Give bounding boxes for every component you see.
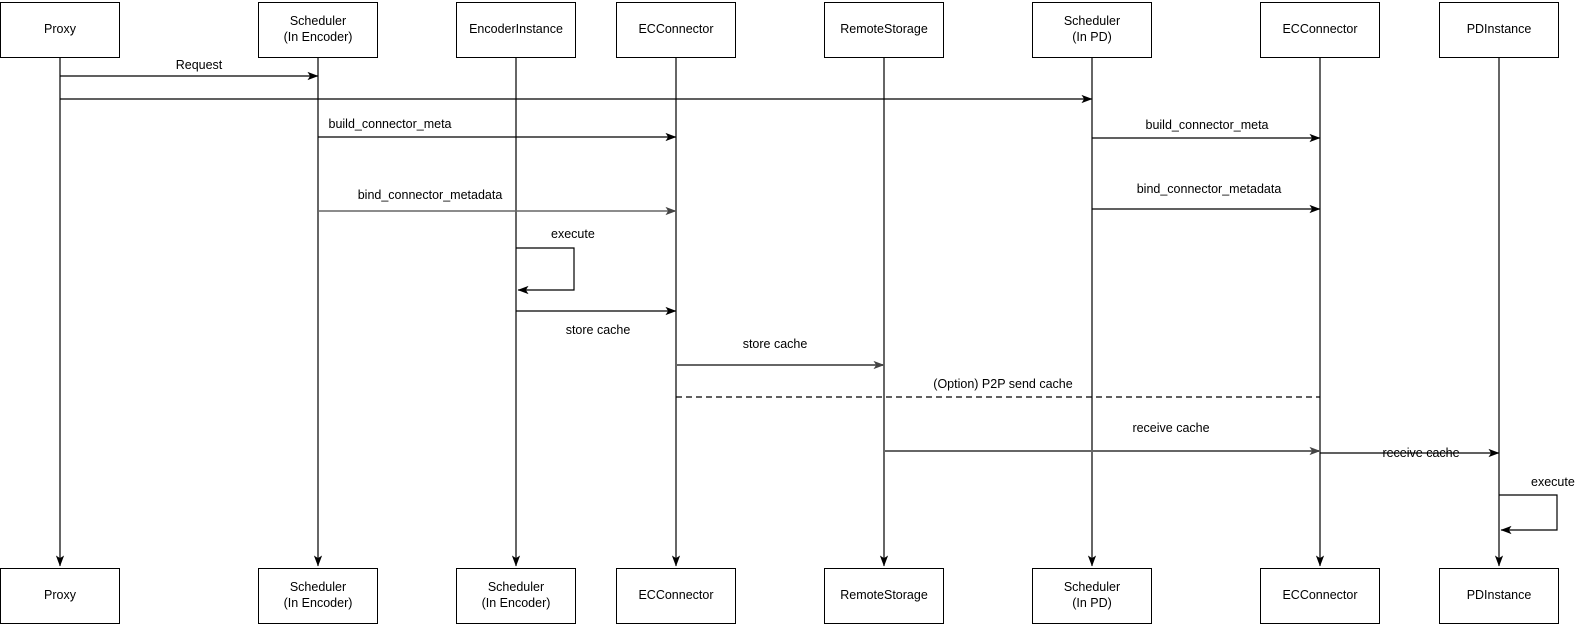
messages-group — [60, 71, 1500, 458]
message-label-m9: (Option) P2P send cache — [933, 377, 1073, 391]
lifeline-label: Proxy — [44, 22, 76, 37]
lifeline-label: Scheduler — [1063, 14, 1121, 29]
message-label-m8: store cache — [742, 337, 808, 351]
message-label-m6: bind_connector_metadata — [1136, 182, 1282, 196]
lifeline-header-box-sched_enc[interactable]: Scheduler(In Encoder) — [258, 2, 378, 58]
lifeline-label: PDInstance — [1466, 588, 1532, 603]
lifeline-footer-box-ecconn_pd[interactable]: ECConnector — [1260, 568, 1380, 624]
lifeline-header-box-remote_store[interactable]: RemoteStorage — [824, 2, 944, 58]
lifeline-footer-box-proxy[interactable]: Proxy — [0, 568, 120, 624]
lifeline-footer-box-encoder_inst[interactable]: Scheduler(In Encoder) — [456, 568, 576, 624]
lifeline-label: RemoteStorage — [840, 588, 928, 603]
lifeline-sublabel: (In Encoder) — [283, 596, 353, 610]
lifeline-header-box-encoder_inst[interactable]: EncoderInstance — [456, 2, 576, 58]
lifeline-label: ECConnector — [1282, 22, 1358, 37]
lifeline-sublabel: (In Encoder) — [283, 30, 353, 44]
message-label-m7: store cache — [565, 323, 631, 337]
self-message-loop-s2[interactable] — [1499, 494, 1558, 535]
lifeline-label: ECConnector — [1282, 588, 1358, 603]
lifeline-sublabel: (In PD) — [1072, 596, 1112, 610]
lifeline-label: Scheduler — [1063, 580, 1121, 595]
message-label-m10: receive cache — [1132, 421, 1210, 435]
lifeline-label: ECConnector — [638, 22, 714, 37]
lifeline-label: Scheduler — [289, 14, 347, 29]
message-label-m11: receive cache — [1382, 446, 1460, 460]
lifeline-header-box-pd_inst[interactable]: PDInstance — [1439, 2, 1559, 58]
lifeline-header-box-proxy[interactable]: Proxy — [0, 2, 120, 58]
lifeline-label: ECConnector — [638, 588, 714, 603]
lifeline-footer-box-remote_store[interactable]: RemoteStorage — [824, 568, 944, 624]
lifeline-label: RemoteStorage — [840, 22, 928, 37]
lifeline-footer-box-pd_inst[interactable]: PDInstance — [1439, 568, 1559, 624]
lifelines-group — [55, 58, 1504, 567]
lifeline-header-box-ecconn_enc[interactable]: ECConnector — [616, 2, 736, 58]
lifeline-header-box-sched_pd[interactable]: Scheduler(In PD) — [1032, 2, 1152, 58]
self-messages-group — [516, 247, 1558, 535]
message-label-m4: build_connector_meta — [1145, 118, 1269, 132]
lifeline-sublabel: (In PD) — [1072, 30, 1112, 44]
lifeline-footer-box-sched_pd[interactable]: Scheduler(In PD) — [1032, 568, 1152, 624]
lifeline-sublabel: (In Encoder) — [481, 596, 551, 610]
lifeline-header-box-ecconn_pd[interactable]: ECConnector — [1260, 2, 1380, 58]
lifeline-label: Proxy — [44, 588, 76, 603]
lifeline-label: Scheduler — [289, 580, 347, 595]
message-label-m1: Request — [175, 58, 223, 72]
self-message-loop-s1[interactable] — [516, 247, 575, 295]
message-label-m5: bind_connector_metadata — [357, 188, 503, 202]
self-message-label-s2: execute — [1531, 475, 1575, 489]
lifeline-label: EncoderInstance — [469, 22, 563, 37]
lifeline-footer-box-sched_enc[interactable]: Scheduler(In Encoder) — [258, 568, 378, 624]
message-label-m3: build_connector_meta — [328, 117, 452, 131]
lifeline-label: PDInstance — [1466, 22, 1532, 37]
lifeline-label: Scheduler — [487, 580, 545, 595]
self-message-label-s1: execute — [551, 227, 595, 241]
lifeline-footer-box-ecconn_enc[interactable]: ECConnector — [616, 568, 736, 624]
